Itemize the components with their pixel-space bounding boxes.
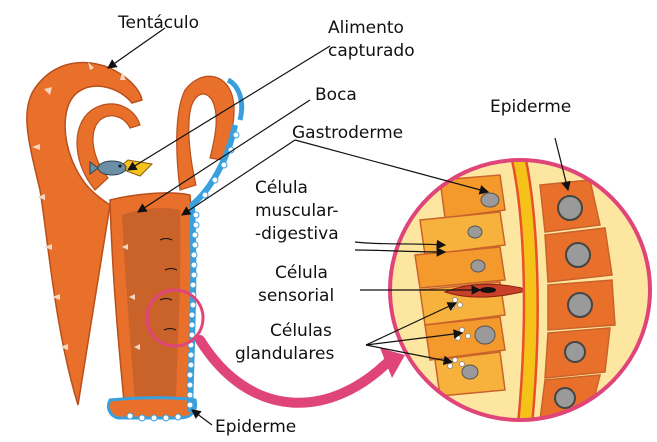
label-sensory-line1: Célula <box>275 263 328 283</box>
label-mouth: Boca <box>315 85 357 105</box>
label-muscular-line2: muscular- <box>255 201 339 221</box>
label-glandular-line1: Células <box>270 321 332 341</box>
label-food-line1: Alimento <box>328 18 404 38</box>
label-gastrodermis: Gastroderme <box>292 123 403 143</box>
label-muscular-line3: -digestiva <box>255 224 339 244</box>
tentacle-inner <box>77 104 140 190</box>
tentacle-right <box>177 76 234 190</box>
label-muscular-line1: Célula <box>255 178 308 198</box>
label-food-line2: capturado <box>328 41 415 61</box>
label-epidermis-bottom: Epiderme <box>215 417 296 437</box>
label-tentacle: Tentáculo <box>117 13 199 33</box>
inset-magnification <box>390 160 650 425</box>
label-sensory-line2: sensorial <box>258 286 334 306</box>
body-base <box>108 398 195 418</box>
hydra-body <box>27 62 242 421</box>
label-glandular-line2: glandulares <box>235 344 334 364</box>
label-epidermis-inset: Epiderme <box>490 97 571 117</box>
